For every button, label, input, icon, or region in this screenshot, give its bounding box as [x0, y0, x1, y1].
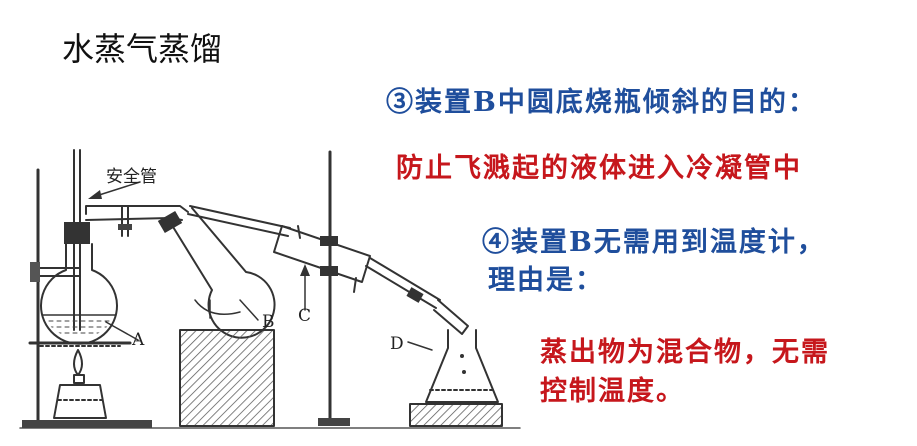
label-d: D [390, 334, 404, 354]
question-4-line-2: 理由是： [488, 265, 604, 296]
label-safety-tube: 安全管 [106, 167, 157, 187]
support-block-b [179, 329, 275, 427]
stand-c [300, 150, 350, 426]
label-c: C [298, 306, 312, 326]
label-b: B [262, 312, 275, 332]
answer-3: 防止飞溅起的液体进入冷凝管中 [396, 153, 802, 184]
condenser-c [187, 205, 469, 335]
answer-4-line-1: 蒸出物为混合物，无需 [540, 337, 830, 368]
heating-mesh [28, 341, 132, 347]
question-4-line-1: ④装置B无需用到温度计， [482, 227, 826, 258]
flask-a [40, 222, 139, 345]
flask-b [157, 207, 276, 339]
page-title: 水蒸气蒸馏 [62, 30, 223, 68]
flask-d [407, 329, 503, 427]
label-a: A [132, 330, 145, 350]
alcohol-lamp [53, 349, 107, 419]
answer-4-line-2: 控制温度。 [540, 376, 685, 407]
question-3: ③装置B中圆底烧瓶倾斜的目的： [386, 87, 817, 118]
